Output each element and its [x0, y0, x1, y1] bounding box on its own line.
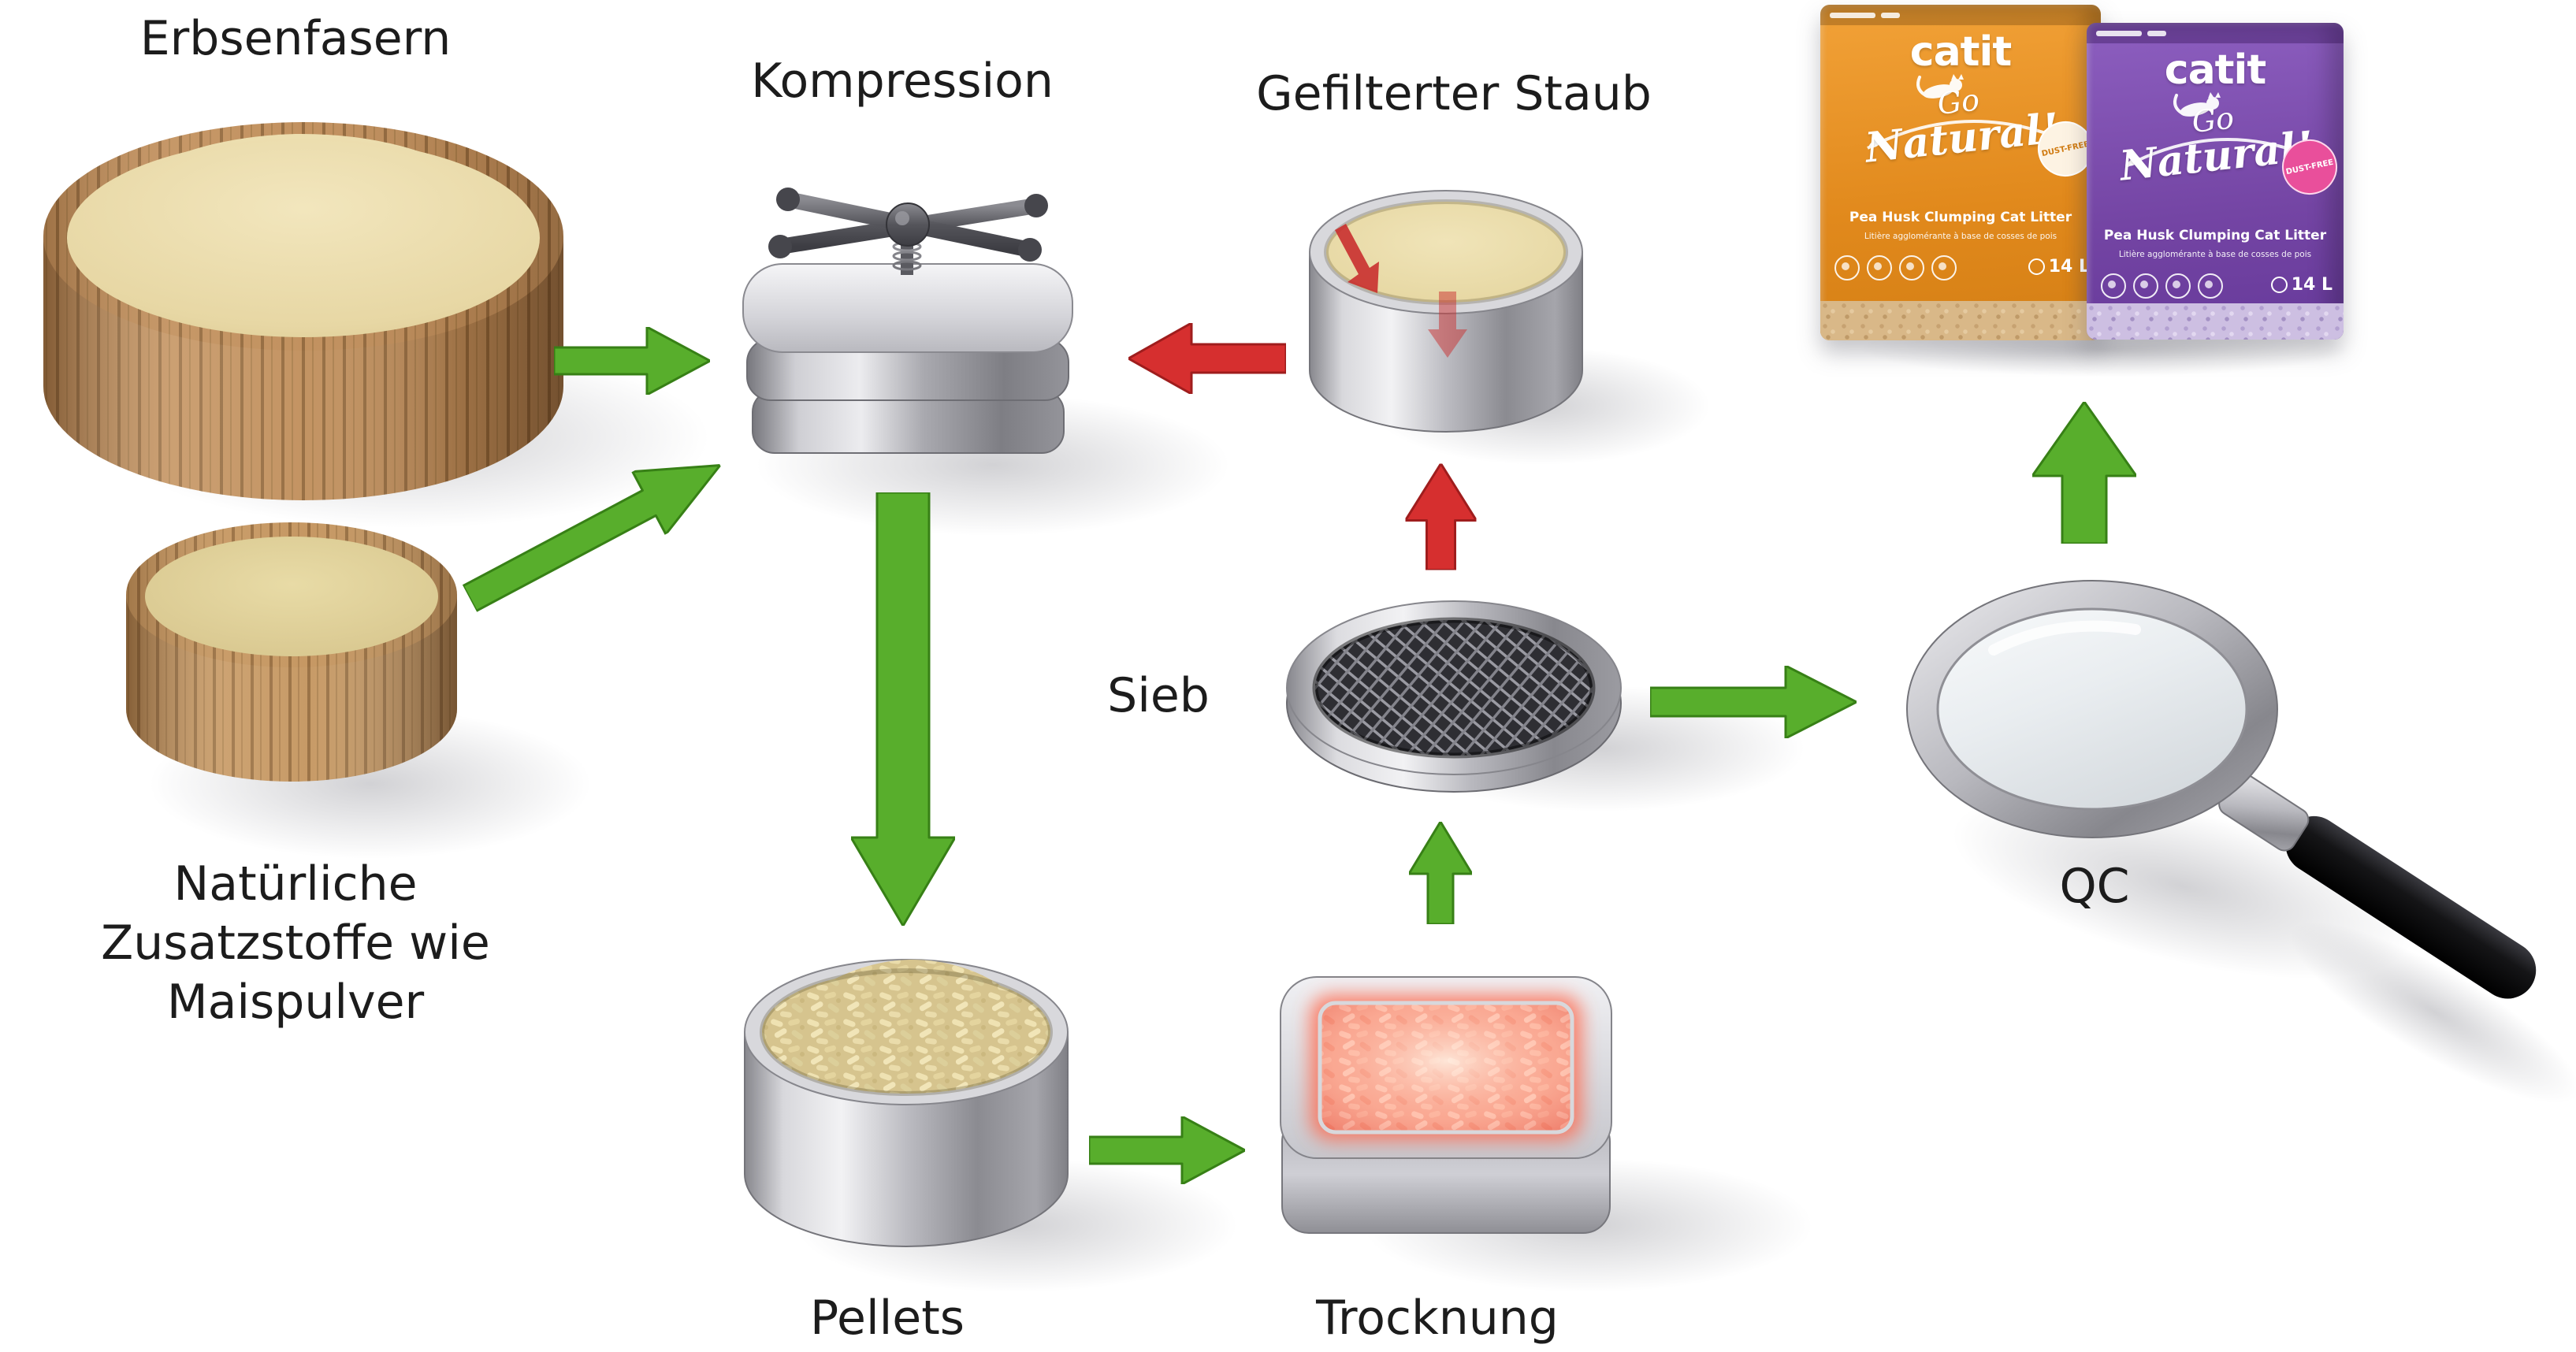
feature-icon [2133, 273, 2158, 299]
feature-icon [1931, 255, 1957, 280]
label-additives: Natürliche Zusatzstoffe wie Maispulver [59, 855, 532, 1032]
cat-silhouette-icon [1916, 74, 1964, 98]
compression-press [742, 188, 1073, 454]
product-name: Pea Husk Clumping Cat Litter [1849, 210, 2072, 225]
feature-icon [2198, 273, 2223, 299]
filtered-dust-bowl [1309, 190, 1583, 433]
brand-logo: catit [2164, 46, 2266, 94]
label-additives-line2: Zusatzstoffe wie [101, 916, 490, 971]
label-compression: Kompression [751, 54, 1054, 109]
feature-icon [2101, 273, 2126, 299]
magnifier-icon [1906, 580, 2537, 999]
label-additives-line1: Natürliche [173, 856, 418, 912]
feature-icons [2101, 273, 2223, 299]
banner-mark [1881, 12, 1900, 18]
product-name-fr: Litière agglomérante à base de cosses de… [2118, 250, 2312, 259]
litter-photo-strip [2087, 303, 2344, 340]
feature-icons [1834, 255, 1957, 280]
pea-fiber-bowl [43, 122, 563, 500]
pellets-bowl [744, 959, 1069, 1247]
product-box-orange: catit Go Natural! DUST-FREE Pea Husk Clu… [1820, 5, 2101, 340]
arrow-dust-to-press [1128, 323, 1286, 394]
litter-photo-strip [1820, 301, 2101, 340]
label-filtered-dust: Gefilterter Staub [1256, 66, 1652, 121]
product-name: Pea Husk Clumping Cat Litter [2103, 228, 2327, 243]
banner-mark [1830, 12, 1875, 18]
box-top-banner [1820, 5, 2101, 25]
feature-icon [1834, 255, 1860, 280]
label-qc: QC [2059, 859, 2130, 914]
arrow-qc-to-product [2032, 402, 2136, 544]
label-drying: Trocknung [1316, 1291, 1559, 1346]
dust-return-arrow-icon [1428, 292, 1467, 358]
feature-icon [1899, 255, 1924, 280]
product-name-fr: Litière agglomérante à base de cosses de… [1864, 232, 2057, 241]
feature-icon [2165, 273, 2191, 299]
label-additives-line3: Maispulver [166, 975, 425, 1030]
arrow-additives-to-press [462, 463, 722, 612]
sieve [1286, 600, 1622, 793]
magnifier-handle [2218, 772, 2537, 999]
volume-ring-icon [2270, 277, 2288, 293]
arrow-sieve-to-qc [1650, 666, 1857, 738]
arrow-pellets-to-drying [1089, 1116, 1245, 1184]
banner-mark [2147, 30, 2166, 36]
additives-bowl [126, 522, 457, 782]
box-top-banner [2087, 23, 2344, 43]
label-pea-fibers: Erbsenfasern [139, 11, 452, 66]
banner-mark [2096, 30, 2142, 36]
arrow-drying-to-sieve [1409, 822, 1472, 924]
arrow-press-to-pellets [851, 492, 955, 926]
dust-return-arrow-icon [1335, 224, 1379, 293]
volume-label: 14 L [2270, 275, 2333, 295]
volume-label: 14 L [2028, 257, 2090, 277]
label-pellets: Pellets [810, 1291, 965, 1346]
feature-icon [1867, 255, 1892, 280]
label-sieve: Sieb [1107, 668, 1210, 723]
drying-oven [1280, 976, 1612, 1234]
cat-silhouette-icon [2173, 92, 2221, 117]
volume-ring-icon [2028, 258, 2045, 275]
arrow-sieve-to-dust [1405, 463, 1477, 570]
leaf-swoosh-icon [1867, 74, 2077, 151]
brand-logo: catit [1909, 28, 2012, 76]
product-box-purple: catit Go Natural! DUST-FREE Pea Husk Clu… [2087, 23, 2344, 340]
arrow-fibers-to-press [554, 327, 710, 395]
